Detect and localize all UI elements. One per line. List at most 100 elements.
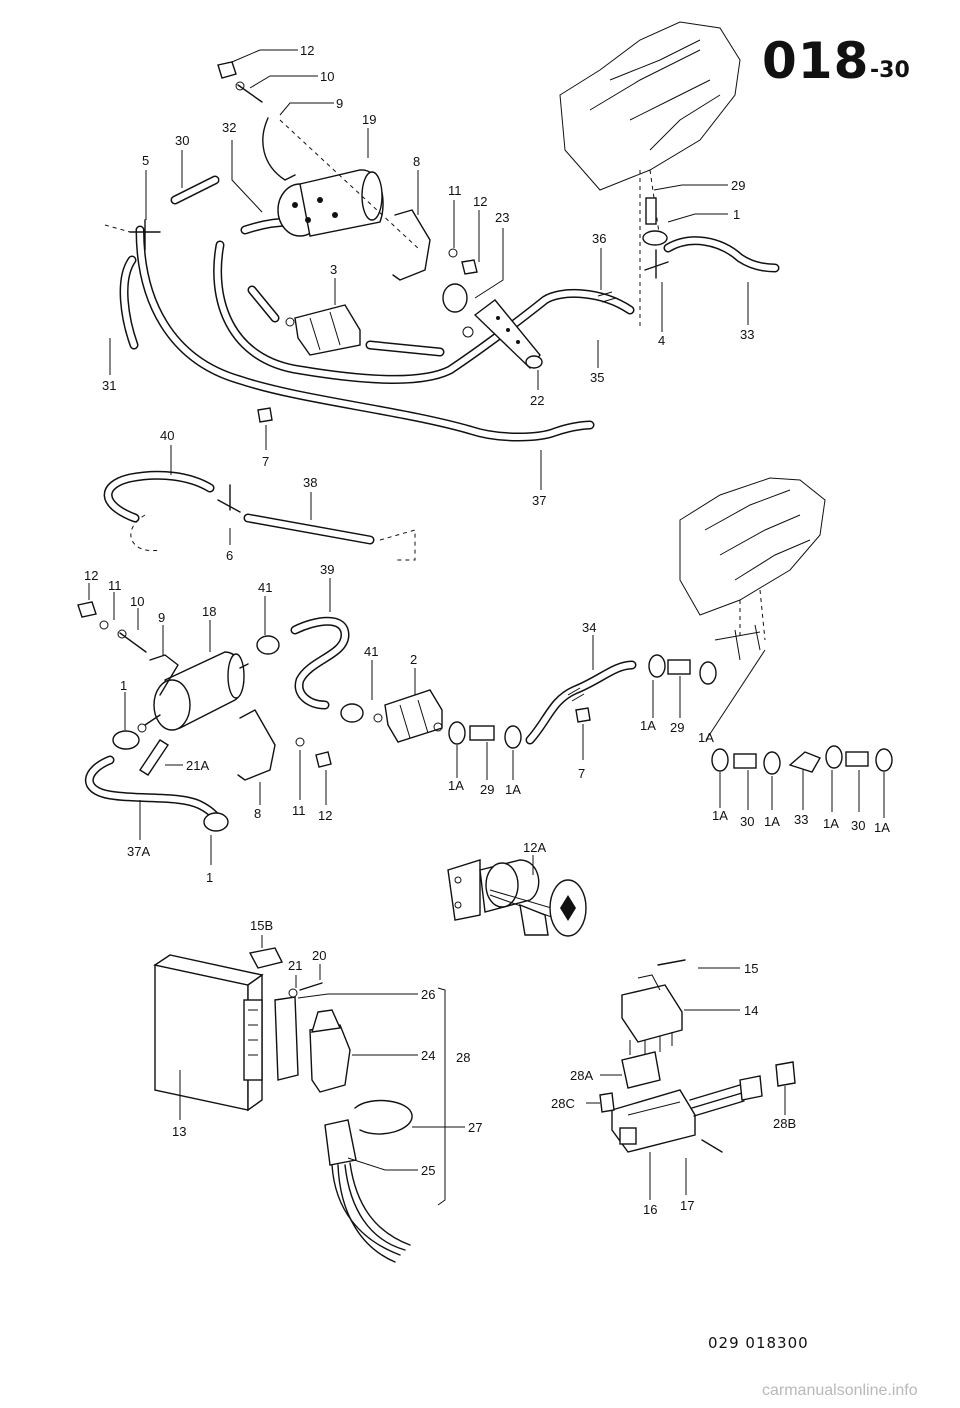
callout-19: 19 xyxy=(362,112,376,127)
clamp-41a xyxy=(256,635,280,655)
callout-m41b: 41 xyxy=(364,644,378,659)
nut-12-mid-b xyxy=(315,751,332,768)
callout-b28A: 28A xyxy=(570,1068,593,1083)
callout-b21: 21 xyxy=(288,958,302,973)
engine-outline-middle xyxy=(679,477,826,661)
clamp-1A-c xyxy=(648,654,666,678)
nut-12 xyxy=(217,61,237,79)
screw-17 xyxy=(701,1139,723,1153)
callout-3: 3 xyxy=(330,262,337,277)
bracket-8 xyxy=(392,209,431,281)
callout-m39: 39 xyxy=(320,562,334,577)
plug-28B xyxy=(775,1061,796,1087)
callout-38: 38 xyxy=(303,475,317,490)
callout-23: 23 xyxy=(495,210,509,225)
callout-m1A-d: 1A xyxy=(698,730,714,745)
callout-b25: 25 xyxy=(421,1163,435,1178)
callout-40: 40 xyxy=(160,428,174,443)
bottom-assembly xyxy=(153,947,796,1263)
callout-9: 9 xyxy=(336,96,343,111)
fuel-filter-3 xyxy=(285,304,361,356)
watermark: carmanualsonline.info xyxy=(762,1382,918,1399)
callout-b28C: 28C xyxy=(551,1096,575,1111)
callout-m12A: 12A xyxy=(523,840,546,855)
accumulator-22 xyxy=(462,299,543,370)
top-leaders xyxy=(109,49,749,545)
callout-37: 37 xyxy=(532,493,546,508)
callout-m1b: 1 xyxy=(206,870,213,885)
clamp-41b xyxy=(340,703,364,723)
callout-b27: 27 xyxy=(468,1120,482,1135)
washer-11 xyxy=(448,248,458,258)
nut-12-mid xyxy=(77,601,97,618)
callout-m34: 34 xyxy=(582,620,596,635)
callout-m21A: 21A xyxy=(186,758,209,773)
callout-b20: 20 xyxy=(312,948,326,963)
callout-m1A-a: 1A xyxy=(448,778,464,793)
clamp-1-mid-b xyxy=(203,812,229,832)
callout-35: 35 xyxy=(590,370,604,385)
screw-20 xyxy=(299,982,323,991)
washer-11-mid-b xyxy=(295,737,305,747)
callout-b15: 15 xyxy=(744,961,758,976)
tube-29-b xyxy=(667,659,691,675)
callout-m33: 33 xyxy=(794,812,808,827)
fuel-pump-18 xyxy=(137,651,249,733)
callout-4: 4 xyxy=(658,333,665,348)
clamp-1 xyxy=(642,230,668,246)
clamp-1A-a xyxy=(448,721,466,745)
callout-b16: 16 xyxy=(643,1202,657,1217)
middle-leaders xyxy=(88,578,885,875)
screw-15 xyxy=(657,959,686,966)
fuse-28C xyxy=(599,1092,615,1113)
clamp-1-mid xyxy=(112,730,140,750)
callout-12: 12 xyxy=(300,43,314,58)
callout-m11: 11 xyxy=(108,578,122,593)
fuel-pump-19 xyxy=(277,169,384,237)
callout-m8: 8 xyxy=(254,806,261,821)
damper-23 xyxy=(442,283,468,313)
clamp-1A-b xyxy=(504,725,522,749)
nut-12b xyxy=(461,259,478,275)
section-number: -30 xyxy=(870,58,910,83)
callout-m10: 10 xyxy=(130,594,144,609)
fuel-line-35 xyxy=(213,240,635,384)
callout-m18: 18 xyxy=(202,604,216,619)
callout-6: 6 xyxy=(226,548,233,563)
bottom-leaders xyxy=(179,935,786,1200)
callout-m12: 12 xyxy=(84,568,98,583)
control-unit-13 xyxy=(153,954,264,1112)
screw-10 xyxy=(237,84,263,103)
group-number: 018 xyxy=(762,32,870,90)
callout-m1A-f: 1A xyxy=(764,814,780,829)
tube-29-a xyxy=(469,725,495,741)
callout-m12b: 12 xyxy=(318,808,332,823)
callout-m2: 2 xyxy=(410,652,417,667)
callout-30: 30 xyxy=(175,133,189,148)
callout-b14: 14 xyxy=(744,1003,758,1018)
callout-m30a: 30 xyxy=(740,814,754,829)
callout-m29a: 29 xyxy=(480,782,494,797)
gasket-26 xyxy=(274,996,299,1081)
relay-socket-28A xyxy=(621,1051,661,1089)
top-callouts: 12 10 9 19 32 30 5 8 11 12 23 36 29 1 3 … xyxy=(102,43,754,563)
callout-12b: 12 xyxy=(473,194,487,209)
callout-m1a: 1 xyxy=(120,678,127,693)
grommet-25 xyxy=(324,1119,357,1166)
callout-m1A-h: 1A xyxy=(874,820,890,835)
callout-32: 32 xyxy=(222,120,236,135)
callout-11: 11 xyxy=(448,183,462,198)
callout-8: 8 xyxy=(413,154,420,169)
hose-36-joint xyxy=(597,291,617,303)
relay-14 xyxy=(621,974,683,1058)
callout-33: 33 xyxy=(740,327,754,342)
relay-plate-16 xyxy=(611,1089,696,1153)
t-piece-4 xyxy=(644,249,669,279)
callout-b15B: 15B xyxy=(250,918,273,933)
callout-m1A-g: 1A xyxy=(823,816,839,831)
callout-m1A-c: 1A xyxy=(640,718,656,733)
callout-b28B: 28B xyxy=(773,1116,796,1131)
screw-10-mid xyxy=(119,632,147,653)
